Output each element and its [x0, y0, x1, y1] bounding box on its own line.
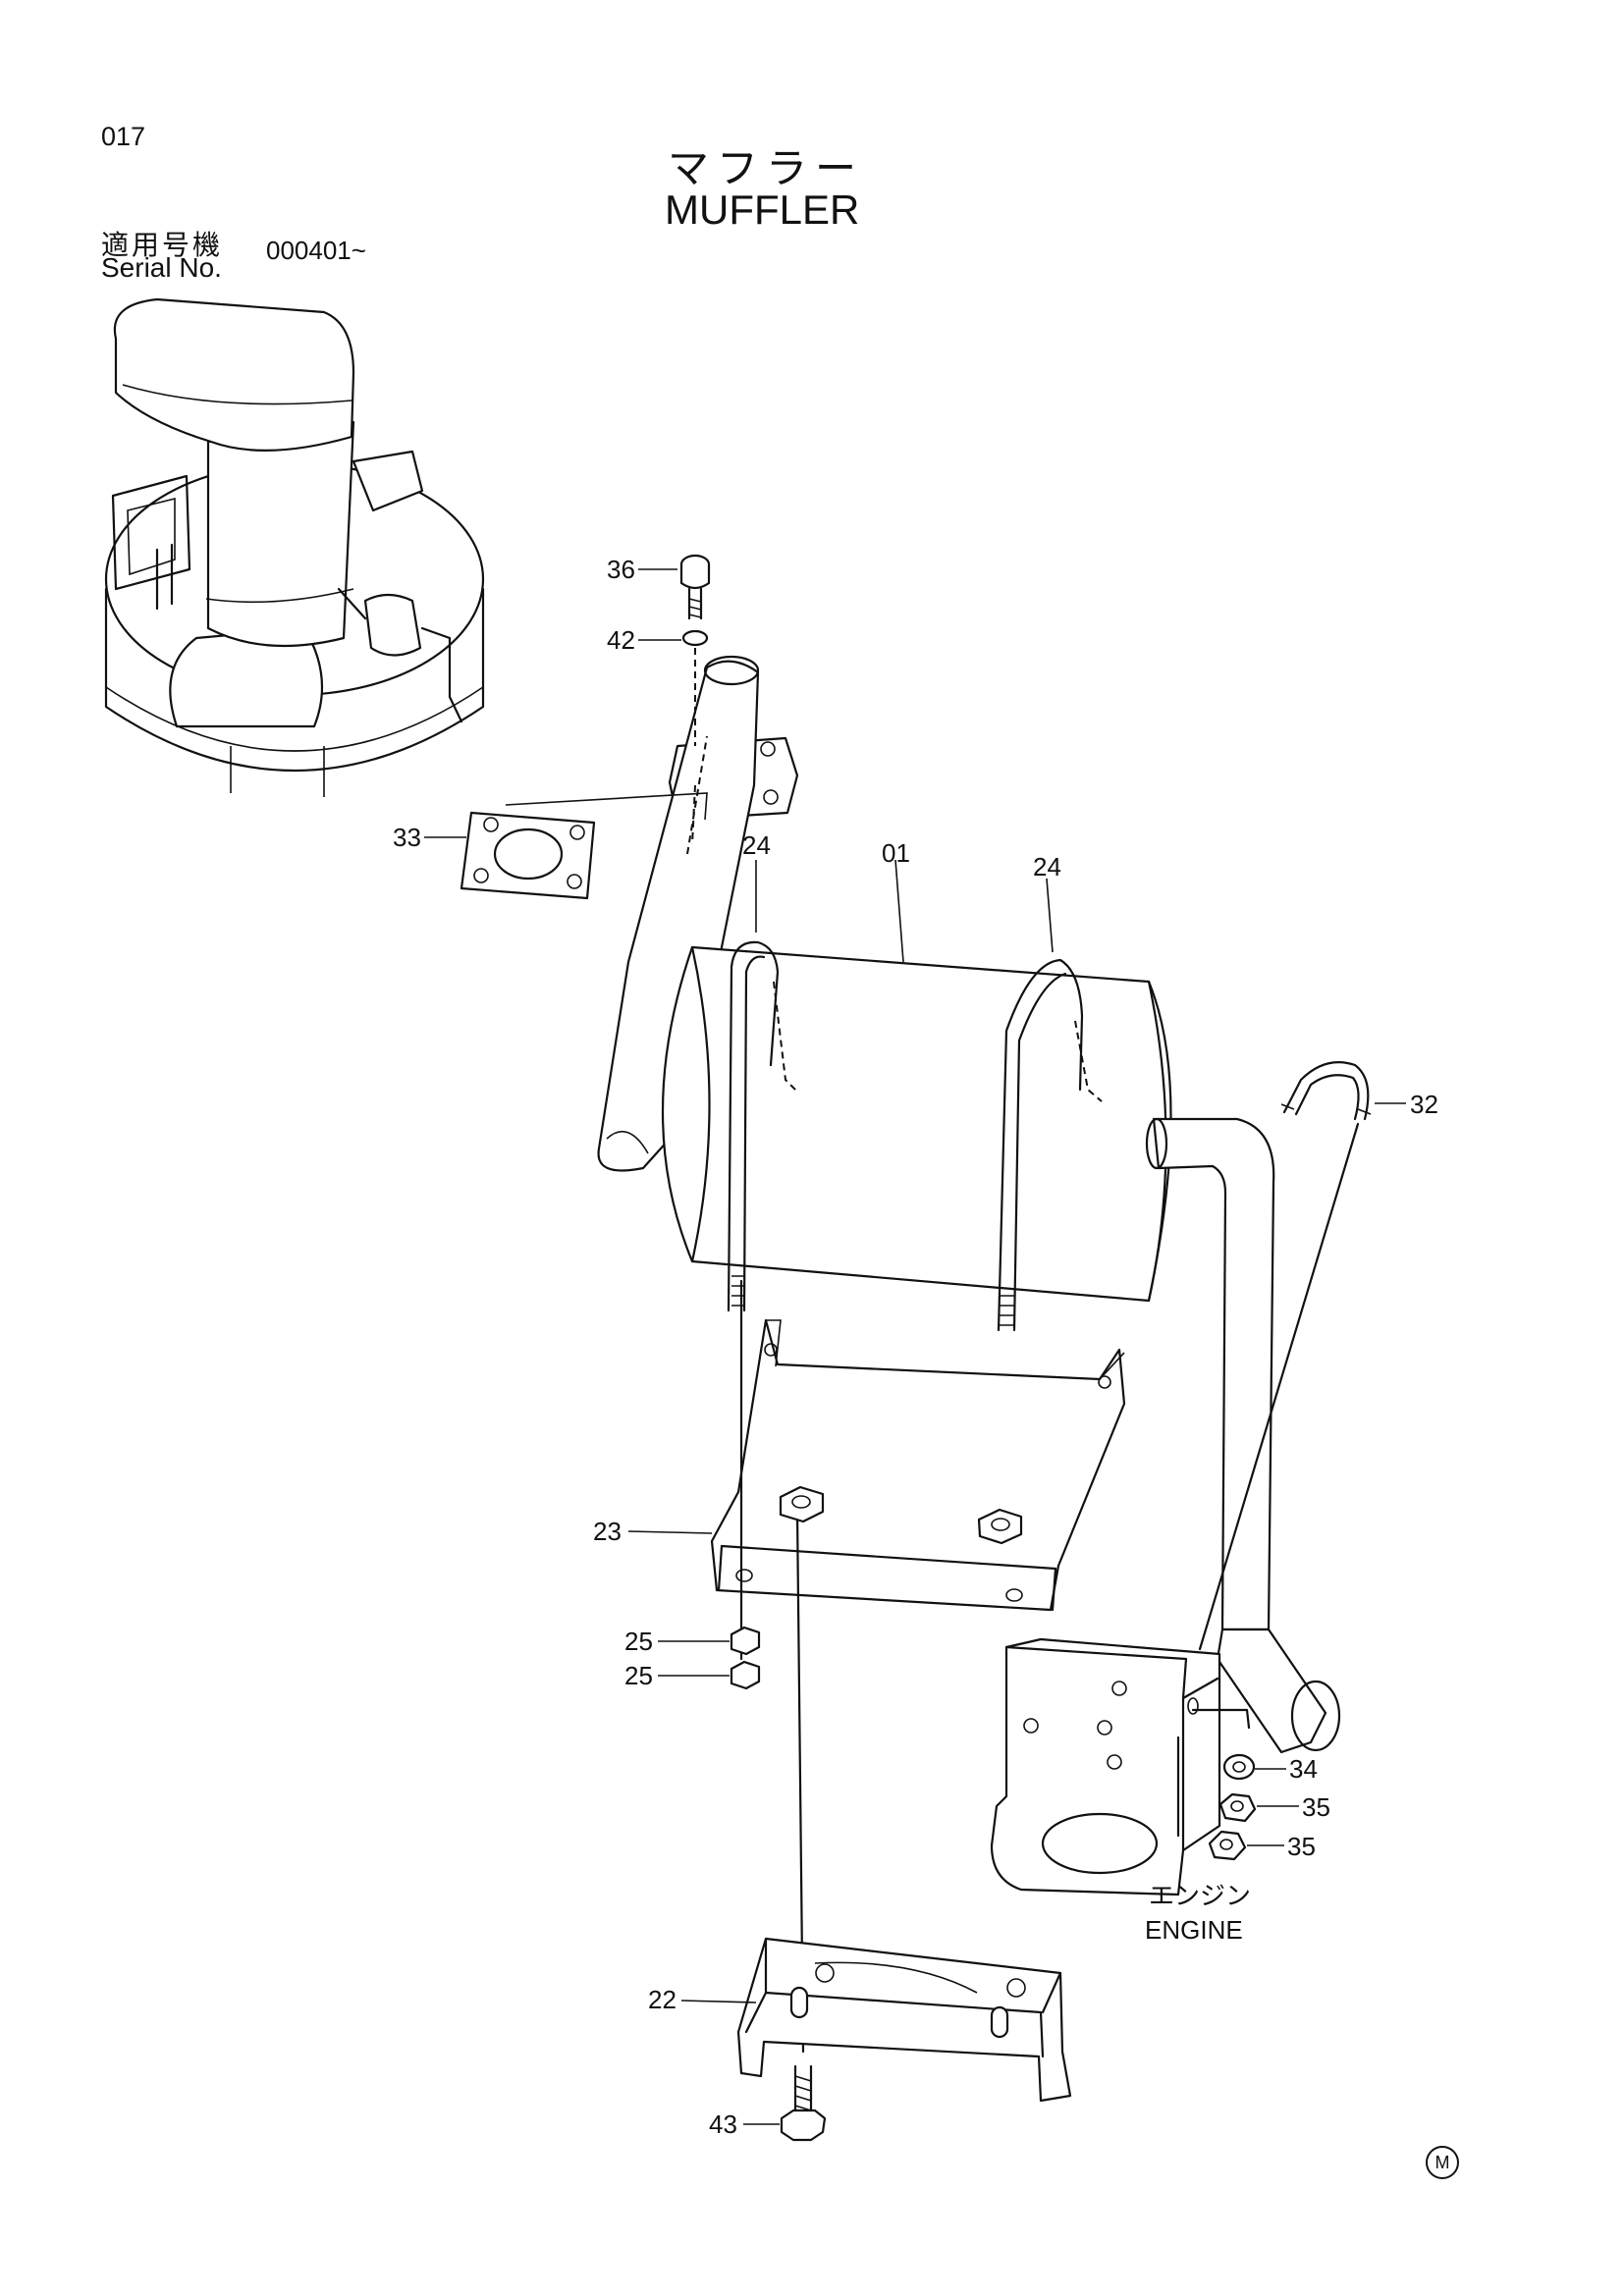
callout-36: 36	[607, 555, 635, 584]
serial-label: Serial No.	[101, 252, 222, 283]
callout-24-right: 24	[1033, 852, 1061, 881]
part-43-flange-bolt	[780, 2064, 827, 2142]
engine-label: ENGINE	[1145, 1915, 1243, 1945]
part-25-nut-1	[730, 1626, 761, 1656]
callout-22: 22	[648, 1985, 677, 2014]
callout-34: 34	[1289, 1754, 1318, 1784]
callout-leaders	[424, 568, 1406, 2125]
part-33-gasket	[460, 811, 596, 900]
part-42-spring-washer	[681, 629, 709, 647]
part-36-socket-bolt	[679, 554, 711, 620]
part-35-nut-lower	[1208, 1830, 1247, 1861]
callout-35-lower: 35	[1287, 1832, 1316, 1861]
part-25-nut-2	[730, 1660, 761, 1690]
page-title-japanese: マフラー	[668, 145, 865, 191]
assembly-guide-line	[686, 648, 708, 855]
callout-32: 32	[1410, 1090, 1438, 1119]
callout-25-lower: 25	[624, 1661, 653, 1690]
part-22-base-plate	[736, 1937, 1072, 2103]
part-35-nut-upper	[1218, 1792, 1257, 1823]
part-01-muffler-pipe	[505, 655, 799, 1172]
page-title: MUFFLER	[665, 187, 860, 233]
serial-range: 000401~	[266, 236, 366, 265]
part-23-bracket	[710, 1279, 1126, 2054]
part-32-u-bolt	[1198, 1061, 1372, 1651]
part-34-washer	[1222, 1753, 1256, 1781]
part-25-hex-nut-upper	[779, 1485, 825, 1523]
callout-43: 43	[709, 2109, 737, 2139]
callout-42: 42	[607, 625, 635, 655]
callout-33: 33	[393, 823, 421, 852]
callout-23: 23	[593, 1517, 622, 1546]
callout-35-upper: 35	[1302, 1792, 1330, 1822]
serial-label-japanese: 適用号機	[101, 230, 224, 260]
callout-01: 01	[882, 838, 910, 868]
engine-label-japanese: エンジン	[1149, 1881, 1251, 1910]
manufacturer-mark: M	[1426, 2146, 1459, 2179]
part-24-u-bolt-left	[727, 940, 798, 1312]
part-24-u-bolt-right	[997, 958, 1103, 1332]
machine-overview-illustration	[104, 297, 485, 797]
part-25-hex-nut-right	[977, 1508, 1023, 1545]
part-01-muffler-body	[661, 945, 1172, 1303]
page-number: 017	[101, 122, 146, 151]
engine-mounting-bracket	[990, 1637, 1251, 1896]
callout-24-left: 24	[742, 830, 771, 860]
callout-25-upper: 25	[624, 1627, 653, 1656]
